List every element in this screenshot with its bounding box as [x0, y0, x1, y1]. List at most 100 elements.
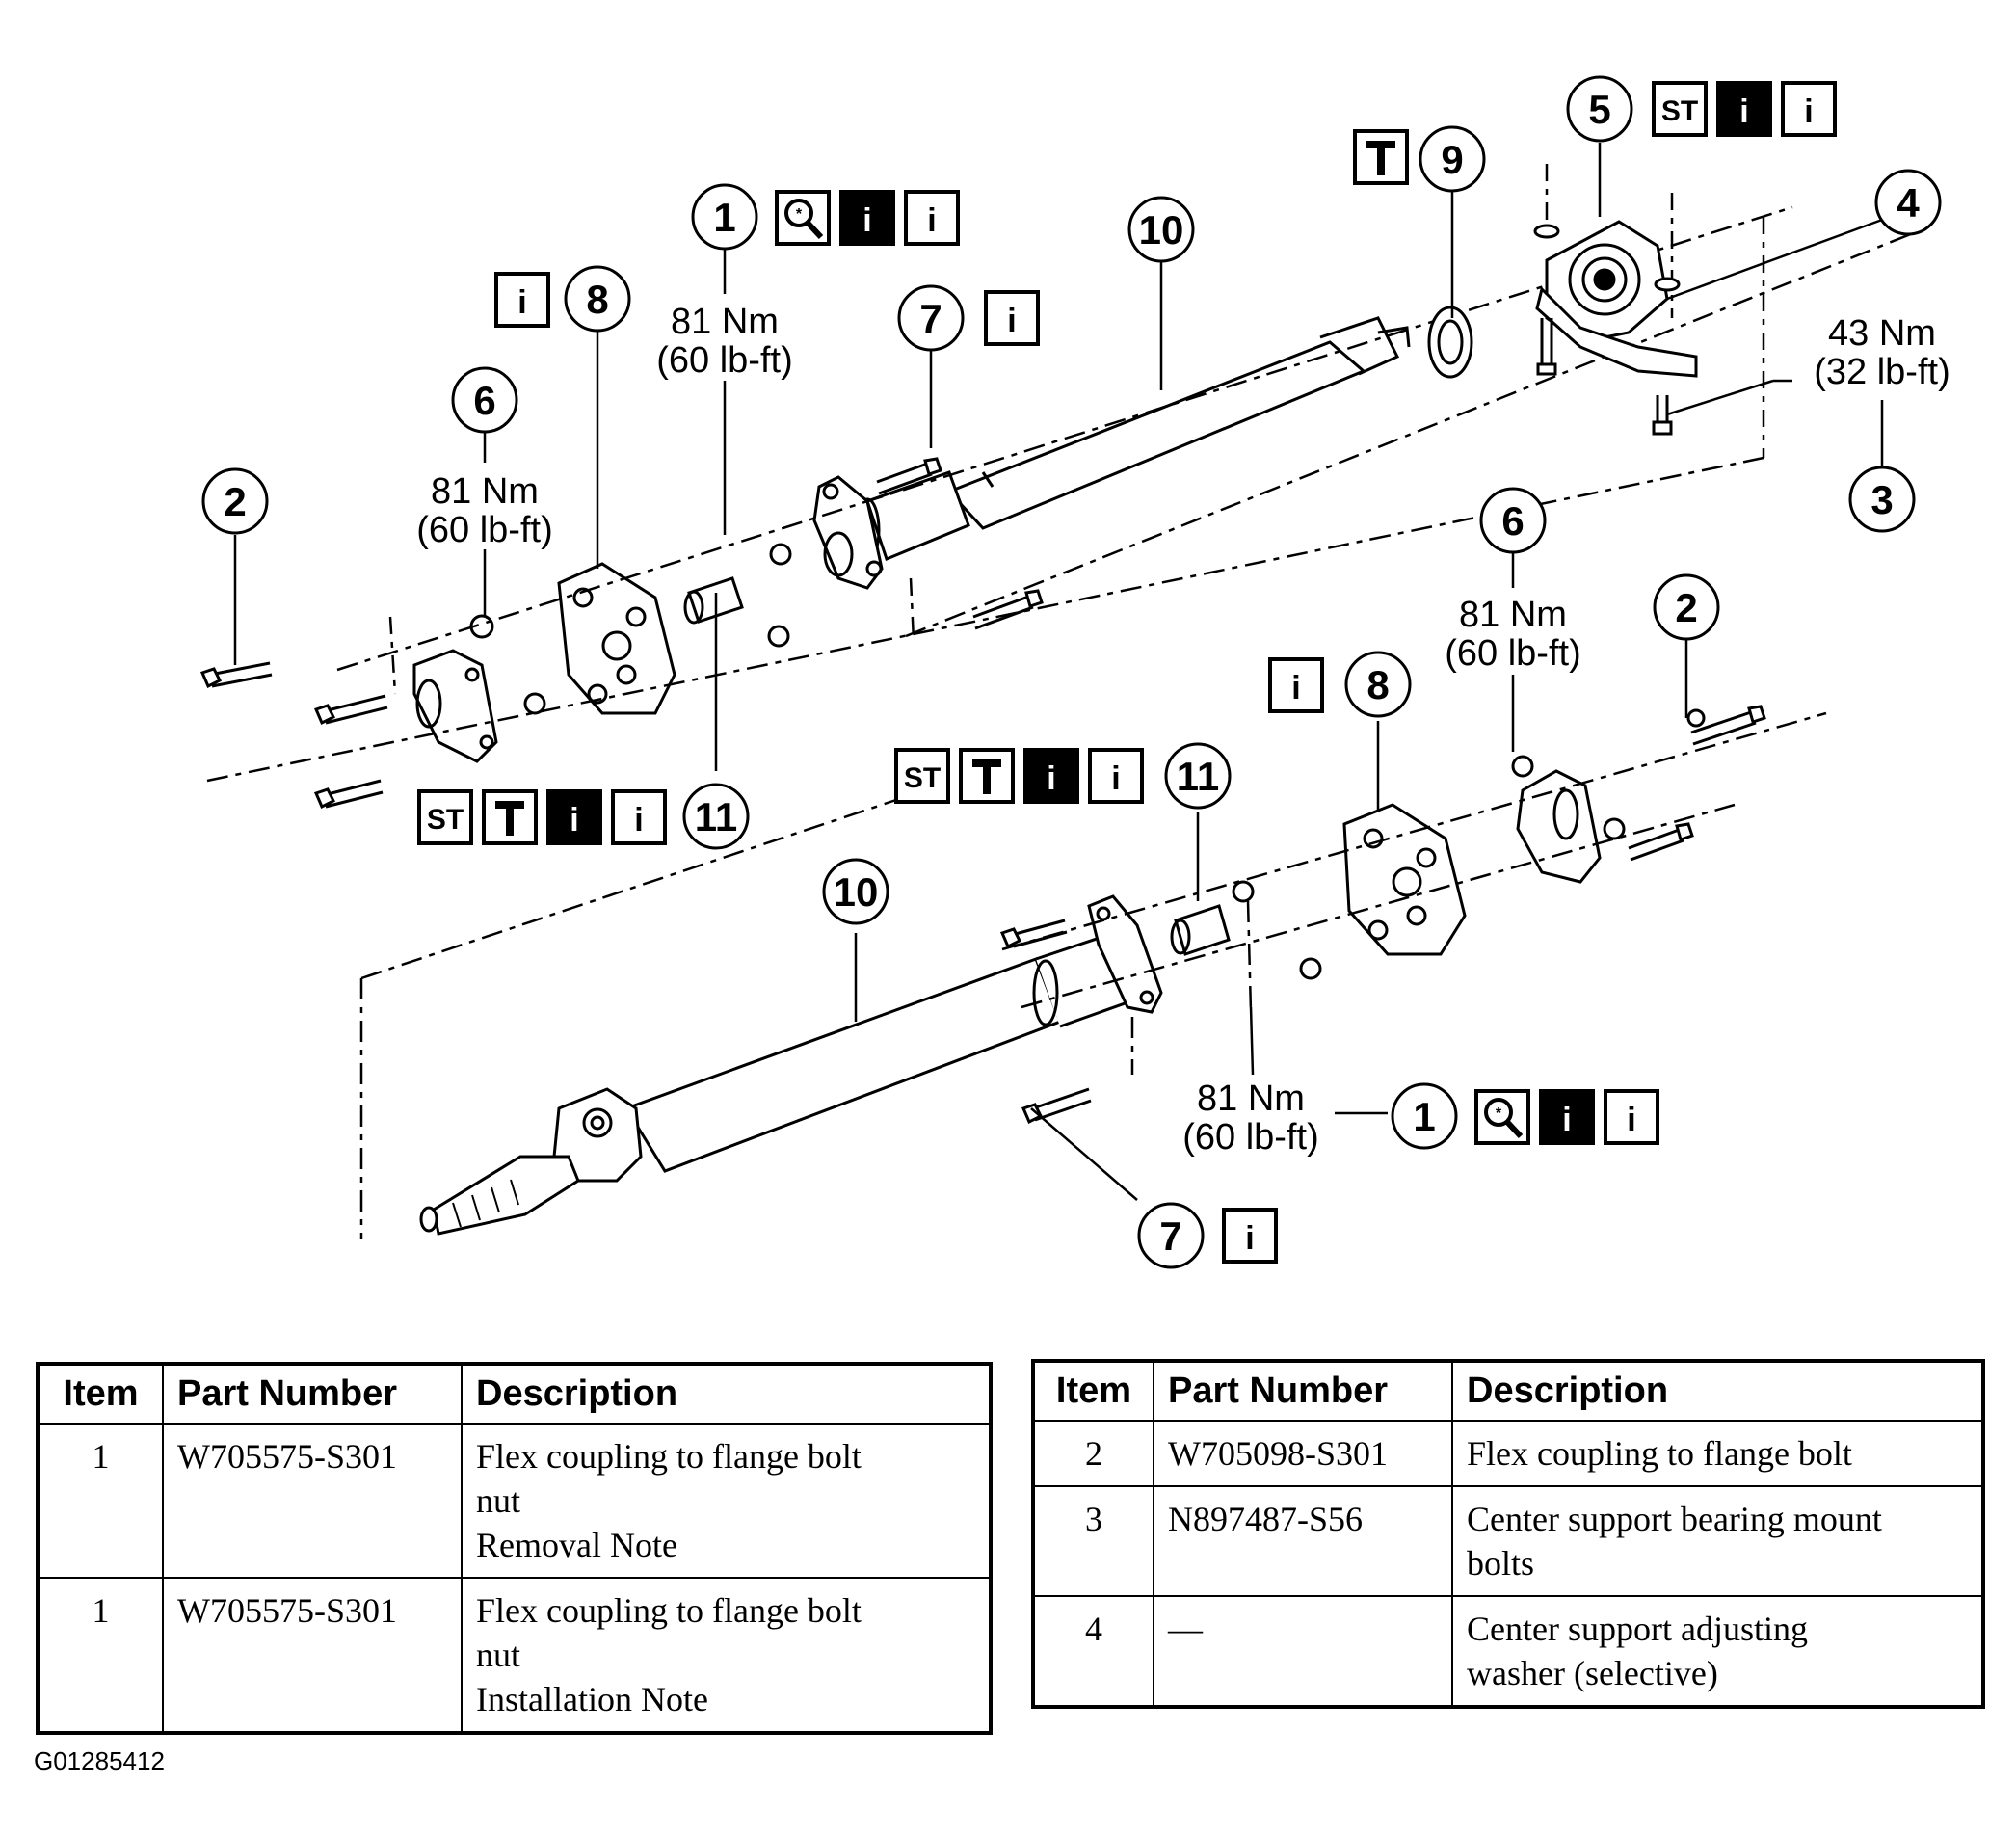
svg-text:1: 1: [1413, 1094, 1435, 1139]
cell-description: Center support adjusting washer (selecti…: [1451, 1595, 1984, 1708]
torque-label-3: 43 Nm (32 lb-ft): [1814, 313, 1950, 392]
cell-item: 4: [1032, 1595, 1154, 1708]
svg-text:11: 11: [695, 794, 737, 839]
callout-2-left: 2: [201, 467, 269, 535]
icon-group-7-bottom: [1222, 1208, 1278, 1264]
cell-description: Flex coupling to flange bolt nut Install…: [461, 1577, 992, 1734]
cell-item: 1: [37, 1423, 164, 1579]
callout-2-right: 2: [1653, 573, 1720, 641]
icon-group-8-left: [494, 272, 550, 328]
torque-hammer-icon: [959, 748, 1015, 804]
cell-description: Flex coupling to flange bolt nut Removal…: [461, 1423, 992, 1579]
parts-table-right: Item Part Number Description 2 W705098-S…: [1031, 1359, 1985, 1709]
cell-part-number: —: [1153, 1595, 1453, 1708]
description-line: Center support bearing mount: [1467, 1500, 1882, 1538]
torque-hammer-icon: [482, 789, 538, 845]
svg-text:11: 11: [1177, 754, 1219, 799]
svg-text:6: 6: [473, 378, 495, 423]
header-description: Description: [461, 1363, 992, 1425]
magnifier-icon: [1476, 1091, 1528, 1143]
callout-1-top: 1: [691, 183, 758, 251]
info-outline-icon: [1088, 748, 1144, 804]
svg-text:81 Nm: 81 Nm: [1197, 1079, 1305, 1119]
cell-part-number: N897487-S56: [1153, 1485, 1453, 1597]
cell-part-number: W705575-S301: [162, 1423, 463, 1579]
torque-hammer-icon: [1353, 129, 1409, 185]
callout-9: 9: [1419, 125, 1486, 193]
icon-group-1-bottom: [1476, 1089, 1659, 1145]
info-outline-icon: [904, 190, 960, 246]
header-item: Item: [1032, 1360, 1154, 1422]
table-header-row: Item Part Number Description: [37, 1363, 992, 1425]
svg-text:10: 10: [1139, 207, 1184, 253]
cell-part-number: W705575-S301: [162, 1577, 463, 1734]
header-item: Item: [37, 1363, 164, 1425]
svg-text:7: 7: [919, 296, 942, 341]
callout-1-bottom: 1: [1391, 1082, 1458, 1150]
svg-text:4: 4: [1897, 180, 1920, 226]
special-tool-icon: [417, 789, 473, 845]
info-black-icon: [1023, 748, 1079, 804]
header-part-number: Part Number: [162, 1363, 463, 1425]
callout-6-right: 6: [1479, 487, 1547, 554]
header-description: Description: [1451, 1360, 1984, 1422]
info-black-icon: [1539, 1089, 1595, 1145]
svg-text:5: 5: [1588, 87, 1610, 132]
cell-item: 1: [37, 1577, 164, 1734]
svg-text:(60 lb-ft): (60 lb-ft): [1182, 1117, 1318, 1158]
description-line: Center support adjusting: [1467, 1610, 1808, 1648]
svg-text:43 Nm: 43 Nm: [1828, 313, 1936, 354]
icon-group-11-right: [894, 748, 1144, 804]
table-header-row: Item Part Number Description: [1032, 1360, 1984, 1422]
description-line: Flex coupling to flange bolt: [476, 1591, 862, 1630]
info-outline-icon: [494, 272, 550, 328]
description-line: Removal Note: [476, 1526, 677, 1564]
callout-6-left: 6: [451, 366, 518, 434]
callout-10-top: 10: [1127, 196, 1195, 263]
callout-4: 4: [1874, 169, 1942, 236]
cell-item: 2: [1032, 1420, 1154, 1487]
callout-7-bottom: 7: [1137, 1202, 1205, 1269]
description-line: Flex coupling to flange bolt: [1467, 1434, 1852, 1473]
info-outline-icon: [1604, 1089, 1659, 1145]
svg-text:6: 6: [1501, 498, 1524, 544]
icon-group-8-right: [1268, 657, 1324, 713]
info-outline-icon: [1222, 1208, 1278, 1264]
cell-description: Flex coupling to flange bolt: [1451, 1420, 1984, 1487]
callout-5: 5: [1566, 75, 1633, 143]
callout-7-top: 7: [897, 284, 965, 352]
icon-group-11-left: [417, 789, 667, 845]
info-black-icon: [839, 190, 895, 246]
icon-group-7-top: [984, 290, 1040, 346]
info-outline-icon: [611, 789, 667, 845]
special-tool-icon: [894, 748, 950, 804]
cell-part-number: W705098-S301: [1153, 1420, 1453, 1487]
svg-text:81 Nm: 81 Nm: [1459, 595, 1567, 635]
description-line: bolts: [1467, 1544, 1535, 1583]
svg-text:8: 8: [586, 277, 608, 322]
svg-text:7: 7: [1159, 1213, 1181, 1259]
description-line: Flex coupling to flange bolt: [476, 1437, 862, 1476]
magnifier-icon: [777, 192, 829, 244]
svg-text:(32 lb-ft): (32 lb-ft): [1814, 352, 1950, 392]
figure-id: G01285412: [34, 1746, 165, 1775]
cell-description: Center support bearing mount bolts: [1451, 1485, 1984, 1597]
svg-text:81 Nm: 81 Nm: [431, 471, 539, 512]
table-row: 2 W705098-S301 Flex coupling to flange b…: [1032, 1420, 1984, 1487]
callout-8-right: 8: [1344, 651, 1412, 718]
info-black-icon: [546, 789, 602, 845]
callout-8-left: 8: [564, 265, 631, 333]
svg-text:(60 lb-ft): (60 lb-ft): [416, 510, 552, 550]
info-outline-icon: [1781, 81, 1837, 137]
special-tool-icon: [1652, 81, 1708, 137]
svg-text:1: 1: [713, 195, 735, 240]
torque-label-1-bottom: 81 Nm (60 lb-ft): [1182, 1079, 1318, 1158]
svg-text:8: 8: [1366, 662, 1389, 707]
table-row: 1 W705575-S301 Flex coupling to flange b…: [37, 1423, 992, 1579]
callout-10-bottom: 10: [822, 858, 889, 925]
description-line: nut: [476, 1481, 521, 1520]
cell-item: 3: [1032, 1485, 1154, 1597]
callout-3: 3: [1848, 466, 1916, 533]
icon-group-1-top: [777, 190, 960, 246]
svg-text:2: 2: [1675, 585, 1697, 630]
